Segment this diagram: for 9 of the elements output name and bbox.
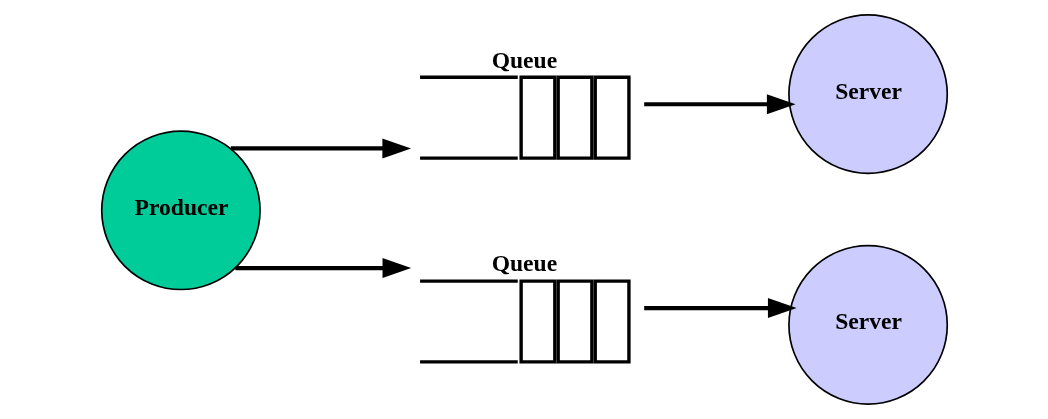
node-label: Queue	[491, 46, 557, 73]
node-circle: Server	[787, 14, 948, 175]
arrow	[234, 258, 411, 279]
node-label: Queue	[491, 250, 557, 277]
arrow	[643, 298, 797, 319]
node-circle: Server	[787, 244, 948, 405]
arrow	[230, 138, 411, 159]
node-circle: Producer	[100, 130, 261, 291]
arrow	[643, 94, 796, 115]
